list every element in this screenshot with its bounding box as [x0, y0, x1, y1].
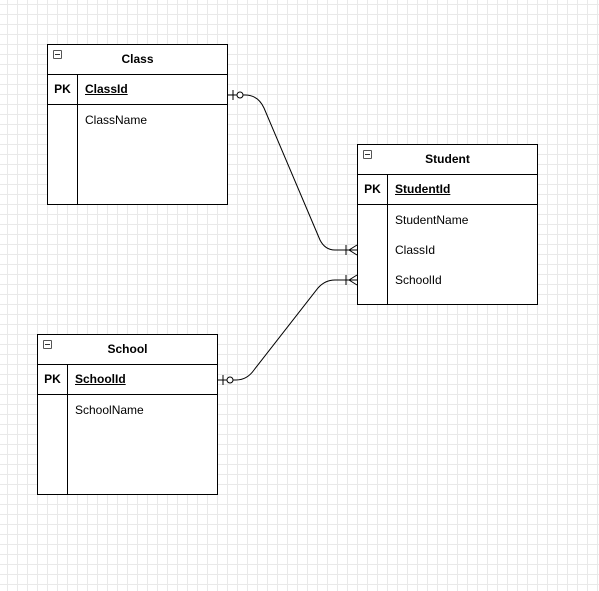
- entity-title: Class: [121, 52, 154, 66]
- entity-header: School: [38, 335, 217, 365]
- field-row[interactable]: StudentName: [395, 213, 469, 227]
- column-divider: [387, 175, 388, 304]
- collapse-icon[interactable]: [363, 150, 372, 159]
- pk-label: PK: [44, 372, 61, 386]
- pk-field: ClassId: [85, 82, 128, 96]
- zero-circle-mark: [226, 376, 234, 384]
- entity-class[interactable]: Class PK ClassId ClassName: [47, 44, 228, 205]
- relationship-class-student[interactable]: [228, 94, 357, 251]
- primary-key-row[interactable]: PK StudentId: [358, 175, 537, 205]
- field-row[interactable]: ClassName: [85, 113, 148, 127]
- collapse-icon[interactable]: [53, 50, 62, 59]
- entity-header: Student: [358, 145, 537, 175]
- column-divider: [77, 75, 78, 204]
- field-row[interactable]: SchoolId: [395, 273, 442, 287]
- field-row[interactable]: ClassId: [395, 243, 436, 257]
- column-divider: [67, 365, 68, 494]
- collapse-icon[interactable]: [43, 340, 52, 349]
- pk-field: StudentId: [395, 182, 451, 196]
- entity-title: Student: [425, 152, 470, 166]
- relationship-school-student[interactable]: [218, 279, 357, 381]
- pk-field: SchoolId: [75, 372, 126, 386]
- zero-circle-mark: [236, 91, 244, 99]
- primary-key-row[interactable]: PK ClassId: [48, 75, 227, 105]
- entity-student[interactable]: Student PK StudentId StudentName ClassId…: [357, 144, 538, 305]
- pk-label: PK: [54, 82, 71, 96]
- entity-title: School: [107, 342, 148, 356]
- entity-header: Class: [48, 45, 227, 75]
- crows-foot-mark: [348, 274, 358, 286]
- field-row[interactable]: SchoolName: [75, 403, 144, 417]
- pk-label: PK: [364, 182, 381, 196]
- crows-foot-mark: [348, 244, 358, 256]
- primary-key-row[interactable]: PK SchoolId: [38, 365, 217, 395]
- entity-school[interactable]: School PK SchoolId SchoolName: [37, 334, 218, 495]
